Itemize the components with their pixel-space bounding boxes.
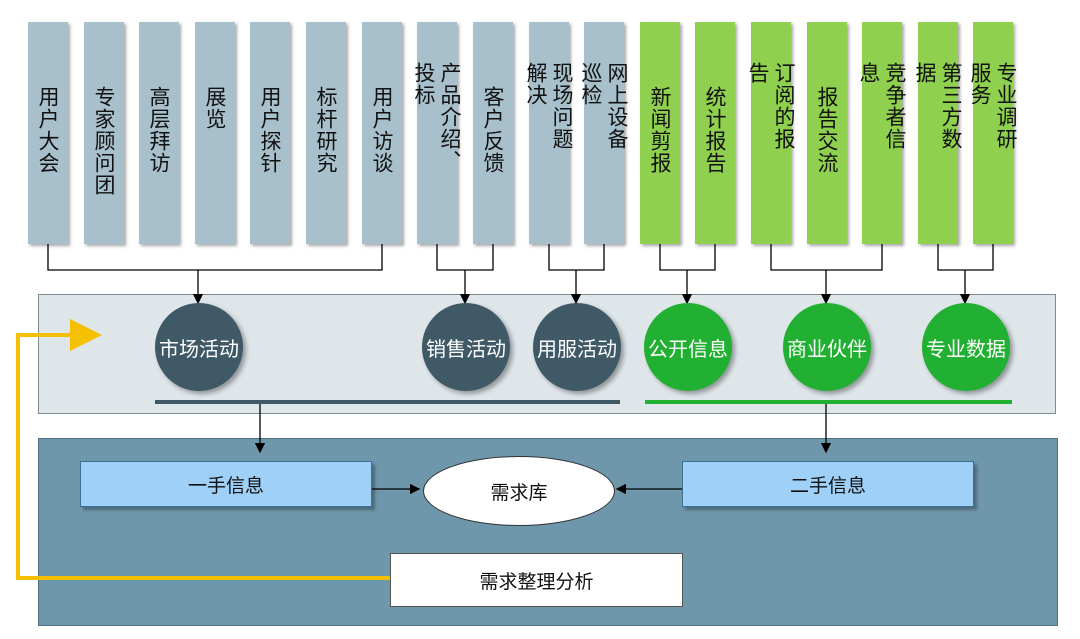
second-hand-info-box: 二手信息 (682, 461, 974, 507)
source-column-third-party-data: 第三方数据 (913, 22, 963, 244)
source-label: 高层拜访 (146, 86, 172, 174)
source-column-expert-panel: 专家顾问团 (84, 22, 124, 244)
source-label-line: 服务 (968, 62, 992, 106)
source-label: 展览 (202, 86, 228, 130)
source-column-competitor-info: 竞争者信息 (857, 22, 907, 244)
source-column-online-inspection: 网上设备巡检 (579, 22, 629, 244)
source-label-line: 投标 (412, 62, 436, 106)
source-column-user-conference: 用户大会 (28, 22, 68, 244)
service-activity-node: 用服活动 (533, 303, 621, 391)
source-label: 专家顾问团 (91, 86, 117, 196)
source-label: 第三方数据 (912, 62, 964, 150)
source-label-line: 用户大会 (36, 86, 60, 174)
source-label-line: 巡检 (579, 62, 603, 106)
source-label-line: 用户探针 (258, 86, 282, 174)
source-label: 客户反馈 (480, 86, 506, 174)
public-info-node: 公开信息 (644, 303, 732, 391)
source-label-line: 告 (746, 62, 770, 84)
source-label-line: 现场问题 (550, 62, 574, 150)
source-label-line: 用户访谈 (370, 86, 394, 174)
source-column-customer-feedback: 客户反馈 (473, 22, 513, 244)
source-label-line: 网上设备 (605, 62, 629, 150)
source-label: 网上设备巡检 (578, 62, 630, 150)
source-column-executive-visit: 高层拜访 (139, 22, 179, 244)
source-label: 统计报告 (702, 86, 728, 174)
source-label: 用户探针 (257, 86, 283, 174)
source-label: 用户访谈 (369, 86, 395, 174)
demand-pool-node: 需求库 (423, 456, 615, 526)
source-label: 报告交流 (814, 86, 840, 174)
source-label-line: 统计报告 (703, 86, 727, 174)
first-hand-info-box: 一手信息 (80, 461, 372, 507)
sales-activity-node: 销售活动 (422, 303, 510, 391)
source-label: 用户大会 (35, 86, 61, 174)
source-label-line: 标杆研究 (314, 86, 338, 174)
source-label: 订阅的报告 (745, 62, 797, 150)
source-label-line: 客户反馈 (481, 86, 505, 174)
source-column-report-exchange: 报告交流 (807, 22, 847, 244)
source-label-line: 高层拜访 (147, 86, 171, 174)
source-column-benchmark-study: 标杆研究 (306, 22, 346, 244)
source-column-field-issue: 现场问题解决 (524, 22, 574, 244)
source-label-line: 据 (913, 62, 937, 84)
source-column-exhibition: 展览 (195, 22, 235, 244)
source-column-news-clipping: 新闻剪报 (640, 22, 680, 244)
source-column-subscribed-report: 订阅的报告 (746, 22, 796, 244)
source-label-line: 专业调研 (994, 62, 1018, 150)
source-column-user-probe: 用户探针 (250, 22, 290, 244)
source-label-line: 展览 (203, 86, 227, 130)
business-partner-node: 商业伙伴 (783, 303, 871, 391)
source-label-line: 解决 (524, 62, 548, 106)
source-label-line: 新闻剪报 (648, 86, 672, 174)
demand-analysis-box: 需求整理分析 (390, 553, 683, 607)
source-column-product-intro-bid: 产品介绍、投标 (412, 22, 462, 244)
source-label: 标杆研究 (313, 86, 339, 174)
source-column-statistics-report: 统计报告 (695, 22, 735, 244)
professional-data-node: 专业数据 (922, 303, 1010, 391)
source-label: 现场问题解决 (523, 62, 575, 150)
source-label-line: 产品介绍、 (438, 62, 462, 172)
source-label: 竞争者信息 (856, 62, 908, 150)
source-label-line: 报告交流 (815, 86, 839, 174)
source-label-line: 息 (857, 62, 881, 84)
market-activity-node: 市场活动 (155, 303, 243, 391)
source-label-line: 专家顾问团 (92, 86, 116, 196)
source-label-line: 第三方数 (939, 62, 963, 150)
source-column-user-interview: 用户访谈 (362, 22, 402, 244)
source-label: 专业调研服务 (967, 62, 1019, 150)
source-label-line: 竞争者信 (883, 62, 907, 150)
source-label-line: 订阅的报 (772, 62, 796, 150)
source-label: 产品介绍、投标 (411, 62, 463, 172)
source-column-research-service: 专业调研服务 (968, 22, 1018, 244)
source-label: 新闻剪报 (647, 86, 673, 174)
